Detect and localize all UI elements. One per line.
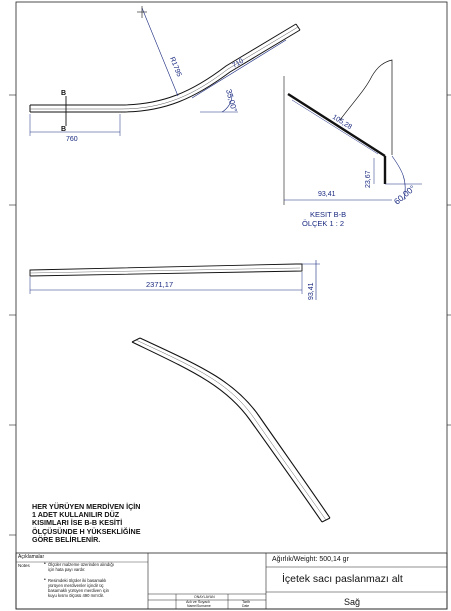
bullet-dot-2: • bbox=[44, 577, 46, 583]
section-height-dim: 23,67 bbox=[365, 170, 372, 188]
note-line: KISIMLARI İSE B-B KESİTİ bbox=[32, 518, 123, 528]
radius-leader bbox=[141, 7, 179, 97]
arc-dim-line bbox=[191, 39, 287, 99]
iso-outline-inner bbox=[139, 337, 331, 519]
bullet-1-line: Ölçüler malzeme üzerinden alındığı bbox=[48, 562, 114, 567]
bullet-2: Resimdeki ölçüler iki basamaklı yürüyen … bbox=[48, 578, 109, 598]
bullet-1-line: için hata payı vardır. bbox=[48, 567, 86, 572]
radius-dim: R1795 bbox=[168, 56, 182, 78]
bullet-2-line: Resimdeki ölçüler iki basamaklı bbox=[48, 578, 107, 583]
angle-arc bbox=[221, 94, 233, 113]
front-total-dim: 2371,17 bbox=[146, 280, 173, 289]
iso-end-bottom bbox=[321, 517, 331, 523]
section-angle-arc bbox=[391, 155, 406, 201]
iso-end-top bbox=[131, 337, 141, 343]
aciklamalar-label: Açıklamalar bbox=[18, 554, 45, 560]
top-view: R1795 710 35,00° 760 B B bbox=[29, 6, 301, 143]
col-name: Adı ve Soyadı bbox=[186, 600, 210, 604]
section-marker-top: B bbox=[61, 90, 66, 97]
bullet-dot-1: • bbox=[44, 561, 46, 567]
section-width-dim: 93,41 bbox=[318, 191, 336, 198]
front-thickness-dim: 93,41 bbox=[308, 282, 315, 300]
notes-label: Notes bbox=[18, 563, 30, 568]
section-marker-bottom: B bbox=[61, 126, 66, 133]
frame-ticks bbox=[9, 94, 451, 536]
col-name-en: Name/Surname bbox=[187, 604, 211, 608]
section-caption-2: ÖLÇEK 1 : 2 bbox=[302, 219, 344, 228]
manufacturing-note: HER YÜRÜYEN MERDİVEN İÇİN 1 ADET KULLANI… bbox=[32, 502, 232, 544]
top-view-outline-lower bbox=[30, 29, 301, 113]
iso-outline-outer bbox=[131, 341, 323, 523]
section-profile-long bbox=[287, 92, 386, 158]
front-view-outline bbox=[29, 263, 303, 277]
col-date: Tarih bbox=[242, 600, 251, 604]
col-date-en: Date bbox=[242, 604, 250, 608]
note-line: ÖLÇÜSÜNDE H YÜKSEKLİĞİNE bbox=[32, 526, 141, 536]
bullet-2-line: basamaklı yürüyen merdiven için bbox=[48, 588, 109, 593]
front-view-inner bbox=[29, 267, 301, 274]
section-view: 105,28 23,67 93,41 60,00° KESIT B-B ÖLÇE… bbox=[283, 59, 422, 228]
bullet-1: Ölçüler malzeme üzerinden alındığı için … bbox=[48, 562, 114, 572]
section-length-dim-line bbox=[291, 99, 379, 155]
note-line: 1 ADET KULLANILIR DÜZ bbox=[32, 510, 120, 520]
section-caption-1: KESIT B-B bbox=[310, 210, 346, 219]
top-view-outline-upper bbox=[30, 23, 297, 106]
straight-dim: 760 bbox=[66, 136, 78, 143]
arc-dim: 710 bbox=[231, 58, 245, 70]
break-line bbox=[339, 59, 393, 155]
side-label: Sağ bbox=[344, 597, 361, 607]
top-view-inner-edge bbox=[30, 26, 299, 110]
note-line: GÖRE BELİRLENİR. bbox=[32, 534, 101, 544]
front-view: 2371,17 93,41 bbox=[29, 260, 320, 300]
section-angle-dim: 60,00° bbox=[392, 183, 417, 207]
approval-header: ONAYLAYAN bbox=[194, 595, 215, 599]
title-block bbox=[15, 552, 448, 610]
iso-view bbox=[131, 337, 331, 523]
weight: Ağırlık/Weight: 500,14 gr bbox=[272, 556, 349, 563]
iso-outline-mid bbox=[135, 339, 327, 521]
part-name: İçetek sacı paslanmazı alt bbox=[282, 573, 403, 585]
bullet-2-line: yürüyen merdivenler içindir üç bbox=[48, 583, 104, 588]
bullet-2-line: kuyu kısmı ölçüsü 490 mm'dir. bbox=[48, 593, 104, 598]
note-line: HER YÜRÜYEN MERDİVEN İÇİN bbox=[32, 502, 141, 511]
